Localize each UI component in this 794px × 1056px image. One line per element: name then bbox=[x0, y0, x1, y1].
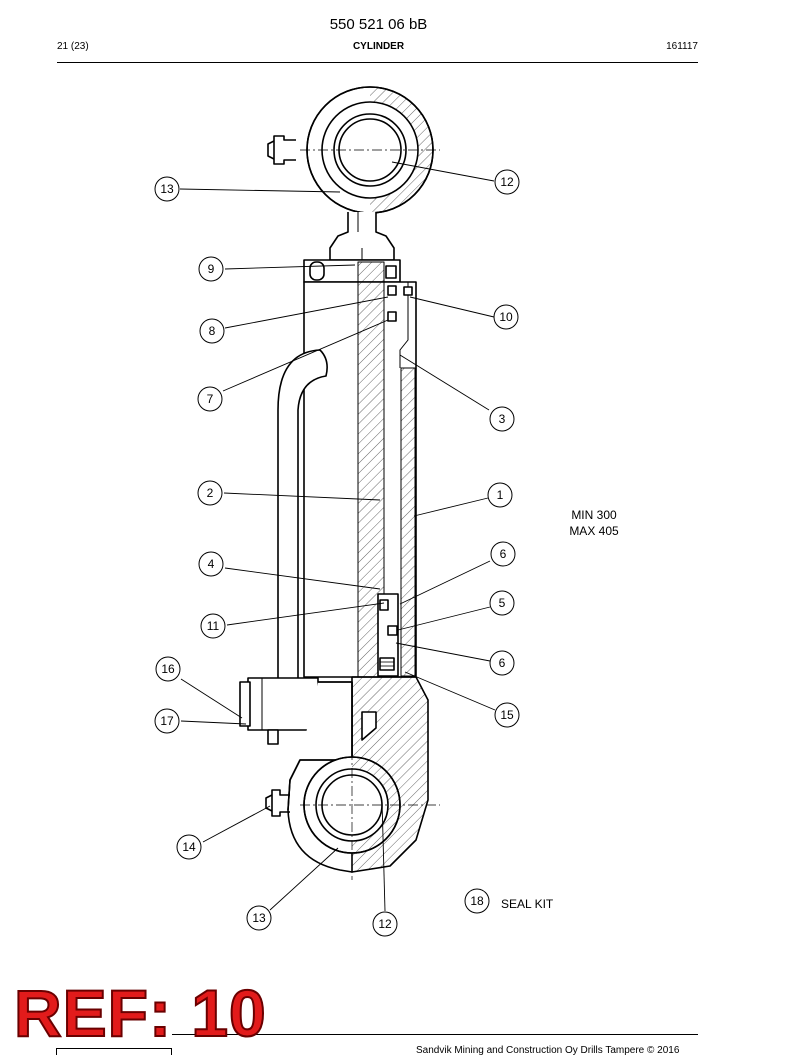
svg-text:12: 12 bbox=[378, 917, 392, 931]
page-count: 21 (23) bbox=[57, 41, 89, 52]
footer-rule bbox=[172, 1034, 698, 1035]
callout-5: 5 bbox=[489, 590, 515, 616]
leader-lines bbox=[179, 161, 496, 912]
svg-text:7: 7 bbox=[207, 392, 214, 406]
ref-badge: REF: 10 bbox=[13, 976, 267, 1050]
callout-6-upper: 6 bbox=[490, 541, 516, 567]
svg-text:14: 14 bbox=[182, 840, 196, 854]
callout-13-top: 13 bbox=[154, 176, 180, 202]
callout-14: 14 bbox=[176, 834, 202, 860]
svg-text:16: 16 bbox=[161, 662, 175, 676]
callout-12-bottom: 12 bbox=[372, 911, 398, 937]
callout-15: 15 bbox=[494, 702, 520, 728]
seal-kit-label: SEAL KIT bbox=[501, 897, 554, 911]
svg-text:2: 2 bbox=[207, 486, 214, 500]
callout-11: 11 bbox=[200, 613, 226, 639]
stroke-min-label: MIN 300 bbox=[571, 508, 617, 522]
callout-3: 3 bbox=[489, 406, 515, 432]
svg-text:3: 3 bbox=[499, 412, 506, 426]
svg-text:12: 12 bbox=[500, 175, 514, 189]
callout-4: 4 bbox=[198, 551, 224, 577]
callout-13-bottom: 13 bbox=[246, 905, 272, 931]
callout-8: 8 bbox=[199, 318, 225, 344]
svg-text:11: 11 bbox=[207, 619, 220, 633]
callout-circles: 13 12 9 8 10 7 3 2 1 6 4 5 11 6 16 15 17… bbox=[154, 169, 520, 937]
svg-text:15: 15 bbox=[500, 708, 514, 722]
svg-text:8: 8 bbox=[209, 324, 216, 338]
svg-text:13: 13 bbox=[252, 911, 266, 925]
svg-text:4: 4 bbox=[208, 557, 215, 571]
document-date: 161117 bbox=[666, 41, 698, 52]
footer-copyright: Sandvik Mining and Construction Oy Drill… bbox=[416, 1045, 680, 1056]
callout-10: 10 bbox=[493, 304, 519, 330]
document-number: 550 521 06 bB bbox=[329, 16, 428, 33]
cylinder-outline bbox=[239, 86, 440, 880]
svg-text:6: 6 bbox=[500, 547, 507, 561]
callout-16: 16 bbox=[155, 656, 181, 682]
svg-text:17: 17 bbox=[160, 714, 174, 728]
callout-12-top: 12 bbox=[494, 169, 520, 195]
svg-text:18: 18 bbox=[470, 894, 484, 908]
stroke-max-label: MAX 405 bbox=[569, 524, 619, 538]
svg-text:13: 13 bbox=[160, 182, 174, 196]
svg-text:10: 10 bbox=[499, 310, 513, 324]
svg-text:1: 1 bbox=[497, 488, 504, 502]
header-rule bbox=[57, 62, 698, 63]
svg-text:9: 9 bbox=[208, 262, 215, 276]
callout-2: 2 bbox=[197, 480, 223, 506]
svg-text:5: 5 bbox=[499, 596, 506, 610]
callout-9: 9 bbox=[198, 256, 224, 282]
document-title: CYLINDER bbox=[352, 41, 405, 52]
callout-1: 1 bbox=[487, 482, 513, 508]
callout-17: 17 bbox=[154, 708, 180, 734]
svg-text:6: 6 bbox=[499, 656, 506, 670]
company-logo bbox=[56, 1048, 172, 1055]
callout-7: 7 bbox=[197, 386, 223, 412]
callout-18: 18 bbox=[464, 888, 490, 914]
callout-6-lower: 6 bbox=[489, 650, 515, 676]
